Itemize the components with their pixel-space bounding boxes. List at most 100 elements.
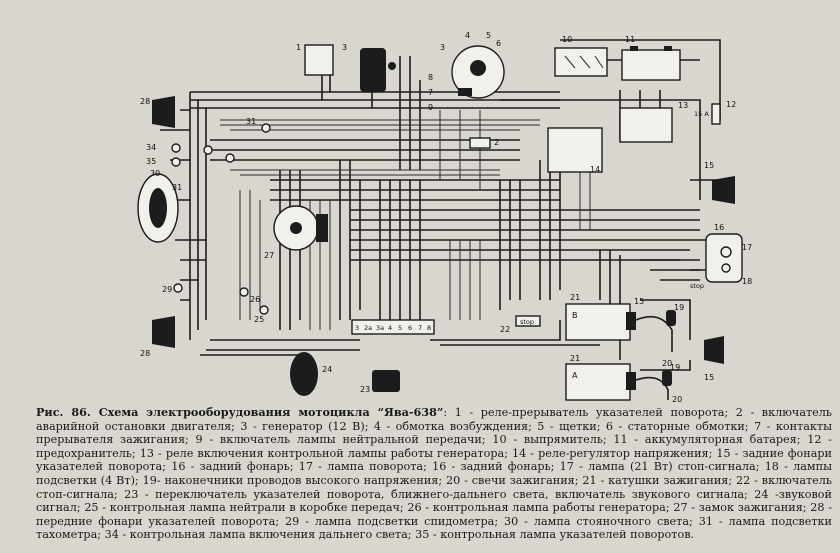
label-20a: 20: [662, 359, 672, 368]
tachometer-lamp: [261, 123, 271, 133]
label-3b: 3: [440, 43, 445, 52]
label-25: 25: [254, 315, 264, 324]
turn-indicator-lamp: [171, 157, 181, 167]
coil-a-terminal: [626, 372, 636, 390]
terminal-label: 5: [398, 324, 402, 332]
label-18: 18: [742, 277, 752, 286]
label-26: 26: [250, 295, 260, 304]
label-15c: 15: [634, 297, 644, 306]
coil-a-label: A: [572, 371, 578, 380]
coil-b-label: B: [572, 311, 578, 320]
stop-lamp: [720, 246, 732, 258]
rear-turn-signal-upper: [712, 176, 735, 204]
speedometer-lamp: [173, 283, 183, 293]
label-12: 12: [726, 100, 736, 109]
label-27: 27: [264, 251, 274, 260]
terminal-label: 3a: [376, 324, 384, 332]
stop-switch-label: stop: [520, 318, 534, 326]
plate-lamp: [721, 263, 731, 273]
label-9: 9: [428, 103, 433, 112]
label-14: 14: [590, 165, 600, 174]
ht-cap-upper: [666, 310, 676, 326]
ignition-coil-b: [565, 303, 631, 341]
fuse-rating: 15 A: [694, 110, 709, 118]
caption-legend: : 1 - реле-прерыватель указателей поворо…: [36, 406, 833, 542]
ht-lead-lower: [635, 376, 669, 400]
label-30: 30: [150, 169, 160, 178]
label-20b: 20: [672, 395, 682, 404]
terminal-block: [351, 319, 435, 335]
label-11: 11: [625, 35, 635, 44]
terminal-label: 4: [388, 324, 392, 332]
generator-relay: [619, 107, 673, 143]
front-turn-signal-upper: [152, 96, 175, 128]
front-turn-signal-lower: [152, 316, 175, 348]
wire-harness: [160, 39, 721, 371]
indicator-lamps: 31 34 35 29 26 25: [146, 117, 271, 324]
label-29: 29: [162, 285, 172, 294]
coil-b-terminal: [626, 312, 636, 330]
tail-stop-label: stop: [690, 282, 704, 290]
stop-switch: [515, 315, 541, 327]
label-3: 3: [342, 43, 347, 52]
headlamp-reflector: [149, 188, 167, 228]
rear-turn-signal-lower: [704, 336, 724, 364]
ignition-coil-a: [565, 363, 631, 401]
figure-caption: Рис. 86. Схема электрооборудования мотоц…: [36, 405, 833, 542]
label-7: 7: [428, 88, 433, 97]
voltage-regulator: [547, 127, 603, 173]
terminal-label: 2a: [364, 324, 372, 332]
label-19a: 19: [674, 303, 684, 312]
terminal-label: 7: [418, 324, 422, 332]
neutral-lamp: [259, 305, 269, 315]
rectifier-diodes: [564, 55, 604, 69]
label-4: 4: [465, 31, 470, 40]
rotor: [470, 60, 486, 76]
wiring-diagram-svg: 1 3 3 4 5 6 7 8 9 10 11: [137, 31, 752, 404]
label-23: 23: [360, 385, 370, 394]
label-24: 24: [322, 365, 332, 374]
lamp-37: [225, 153, 235, 163]
label-35: 35: [146, 157, 156, 166]
battery: [621, 49, 681, 81]
fuse: [711, 103, 721, 125]
label-21b: 21: [570, 354, 580, 363]
label-19b: 19: [670, 363, 680, 372]
label-34: 34: [146, 143, 156, 152]
label-16: 16: [714, 223, 724, 232]
label-15a: 15: [704, 161, 714, 170]
kill-switch: [469, 137, 491, 149]
terminal-labels: 3 2a 3a 4 5 6 7 8: [355, 324, 431, 332]
label-1: 1: [296, 43, 301, 52]
label-8: 8: [428, 73, 433, 82]
label-28a: 28: [140, 97, 150, 106]
generator-lamp: [239, 287, 249, 297]
label-21a: 21: [570, 293, 580, 302]
label-13: 13: [678, 101, 688, 110]
label-15b: 15: [704, 373, 714, 382]
caption-title: Рис. 86. Схема электрооборудования мотоц…: [36, 405, 444, 419]
breaker-contacts: [458, 88, 472, 96]
label-22: 22: [500, 325, 510, 334]
tail-lamp: [705, 233, 743, 283]
turn-relay: [304, 44, 334, 76]
ht-lead-upper: [635, 315, 673, 352]
terminal-label: 6: [408, 324, 412, 332]
label-28b: 28: [140, 349, 150, 358]
handlebar-switch: [372, 370, 400, 392]
label-6: 6: [496, 39, 501, 48]
label-5: 5: [486, 31, 491, 40]
high-beam-indicator: [171, 143, 181, 153]
generator-terminal: [388, 62, 396, 70]
label-31b: 31: [246, 117, 256, 126]
rectifier: [554, 47, 608, 77]
terminal-label: 8: [427, 324, 431, 332]
lamp-36: [203, 145, 213, 155]
battery-terminal-plus: [630, 46, 638, 51]
battery-terminal-minus: [664, 46, 672, 51]
label-17: 17: [742, 243, 752, 252]
generator: [360, 48, 386, 92]
terminal-label: 3: [355, 324, 359, 332]
label-2: 2: [494, 138, 499, 147]
